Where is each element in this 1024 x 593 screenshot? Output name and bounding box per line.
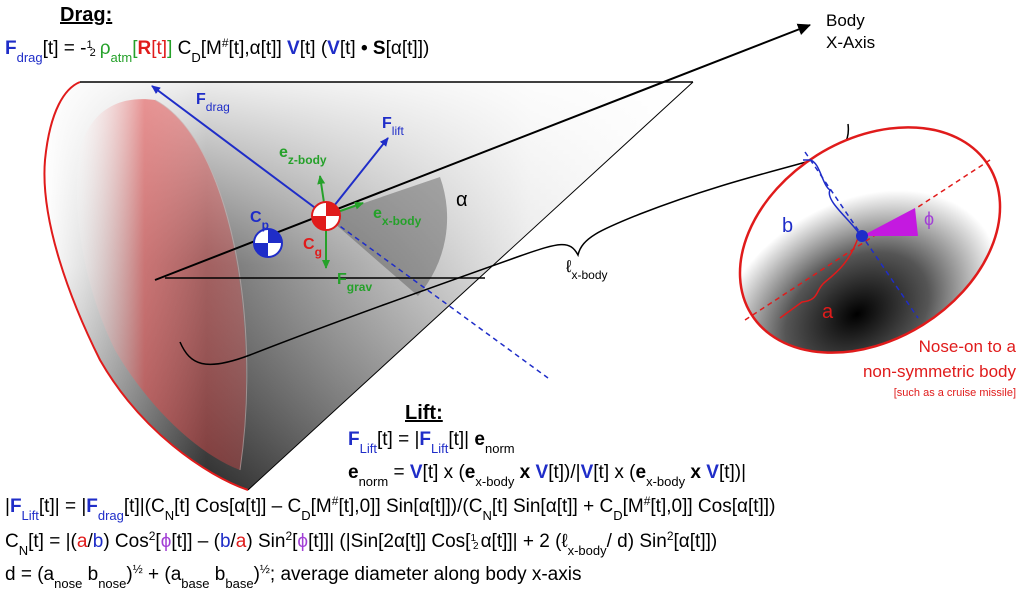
lift-equation-2: enorm = V[t] x (ex-body x V[t])/|V[t] x … bbox=[348, 462, 746, 489]
body-axis-label-line1: Body bbox=[826, 11, 865, 30]
lift-plane-dashed-line bbox=[325, 215, 549, 379]
inset-a-bracket bbox=[779, 237, 859, 319]
e-x-body-label: ex-body bbox=[373, 205, 422, 228]
body-length-bracket bbox=[179, 123, 850, 366]
inset-caption-line2: non-symmetric body bbox=[863, 362, 1017, 381]
inset-b-label: b bbox=[782, 215, 793, 237]
f-lift-label: Flift bbox=[382, 115, 404, 138]
inset-major-axis bbox=[744, 159, 991, 321]
e-z-body-label: ez-body bbox=[279, 144, 327, 167]
inset-a-label: a bbox=[822, 301, 834, 323]
inset-b-bracket bbox=[803, 159, 859, 233]
cone-inner-rim bbox=[154, 99, 248, 471]
alpha-label: α bbox=[456, 189, 468, 211]
f-drag-arrow bbox=[151, 85, 327, 217]
f-lift-arrow bbox=[325, 137, 389, 217]
cp-label: Cp bbox=[250, 209, 269, 232]
lift-equation-1: FLift[t] = |FLift[t]| enorm bbox=[348, 429, 515, 456]
diameter-equation: d = (anose bnose)½ + (abase bbase)½; ave… bbox=[5, 562, 581, 591]
inset-phi-label: ϕ bbox=[924, 209, 934, 229]
body-axis-label-line2: X-Axis bbox=[826, 33, 875, 52]
f-grav-label: Fgrav bbox=[337, 271, 372, 294]
normal-coefficient-equation: CN[t] = |(a/b) Cos2[ϕ[t]] – (b/a) Sin2[ϕ… bbox=[5, 529, 717, 558]
cone-bottom-edge bbox=[247, 81, 694, 491]
inset-caption-line3: [such as a cruise missile] bbox=[894, 387, 1016, 399]
lift-heading: Lift: bbox=[405, 402, 443, 424]
cg-label: Cg bbox=[303, 236, 322, 259]
center-of-pressure-marker bbox=[253, 228, 283, 258]
f-drag-label: Fdrag bbox=[196, 91, 230, 114]
inset-caption-line1: Nose-on to a bbox=[919, 337, 1017, 356]
cone-base-rim bbox=[43, 81, 249, 491]
phi-wedge bbox=[862, 208, 918, 236]
inset-center-dot bbox=[856, 230, 868, 242]
nose-on-inset bbox=[738, 126, 1002, 354]
center-of-gravity-marker bbox=[311, 201, 341, 231]
cone-red-band bbox=[76, 99, 247, 471]
body-length-label: ℓx-body bbox=[565, 257, 608, 282]
drag-heading: Drag: bbox=[60, 4, 112, 26]
lift-magnitude-equation: |FLift[t]| = |Fdrag[t]|(CN[t] Cos[α[t]] … bbox=[5, 494, 775, 523]
